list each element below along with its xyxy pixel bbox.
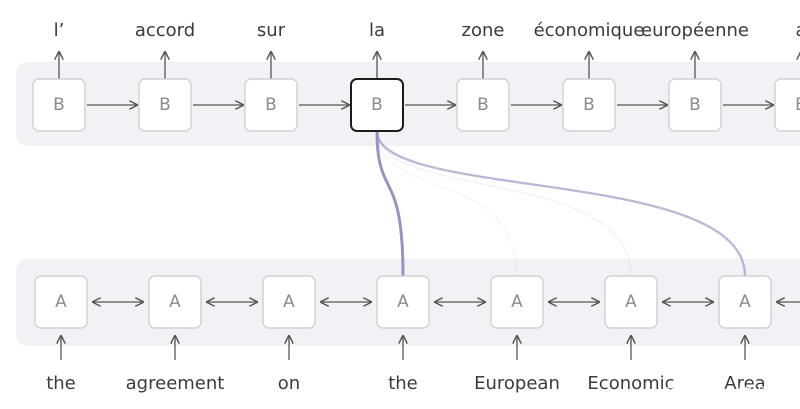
encoder-cell-label: A [169,292,181,312]
attention-curve [375,130,747,277]
encoder-cell-label: A [283,292,295,312]
decoder-cell-focused [350,78,404,132]
encoder-word: agreement [126,373,225,394]
encoder-cell [604,275,658,329]
encoder-word: the [46,373,76,394]
decoder-word: zone [462,20,505,41]
decoder-cell [774,78,800,132]
encoder-cell [34,275,88,329]
decoder-cell [244,78,298,132]
encoder-cell-label: A [739,292,751,312]
decoder-word: l’ [54,20,65,41]
decoder-cell-label: B [477,95,489,115]
attention-curve [375,130,405,277]
decoder-word: accord [135,20,195,41]
encoder-word: the [388,373,418,394]
attention-lines [375,130,747,277]
decoder-cell-label: B [371,95,383,115]
decoder-cell-label: B [53,95,65,115]
encoder-cell-label: A [55,292,67,312]
decoder-word: la [369,20,385,41]
encoder-cell [490,275,544,329]
encoder-cell-label: A [511,292,523,312]
decoder-cell [562,78,616,132]
decoder-cell [456,78,510,132]
watermark-text: @稀土掘金技术社区 [662,384,797,402]
decoder-cell-label: B [795,95,800,115]
attention-curve [376,130,632,277]
decoder-cell [138,78,192,132]
decoder-cell-label: B [583,95,595,115]
encoder-cell [376,275,430,329]
decoder-cell [668,78,722,132]
encoder-word: Area [724,373,765,394]
encoder-word: on [278,373,300,394]
decoder-word: européenne [641,20,749,41]
encoder-cell [718,275,772,329]
encoder-cell-label: A [625,292,637,312]
encoder-word: Economic [587,373,674,394]
decoder-cell-label: B [265,95,277,115]
attention-curve [376,130,518,277]
encoder-cell-label: A [397,292,409,312]
encoder-cell [148,275,202,329]
decoder-word: économique [534,20,645,41]
decoder-word: a [795,20,800,41]
decoder-row: l’ BaccordBsurBlaBzoneBéconomiqueBeuropée… [32,20,800,132]
encoder-word: European [474,373,560,394]
encoder-cell [262,275,316,329]
decoder-cell-label: B [689,95,701,115]
decoder-word: sur [257,20,286,41]
decoder-cell [32,78,86,132]
decoder-cell-label: B [159,95,171,115]
